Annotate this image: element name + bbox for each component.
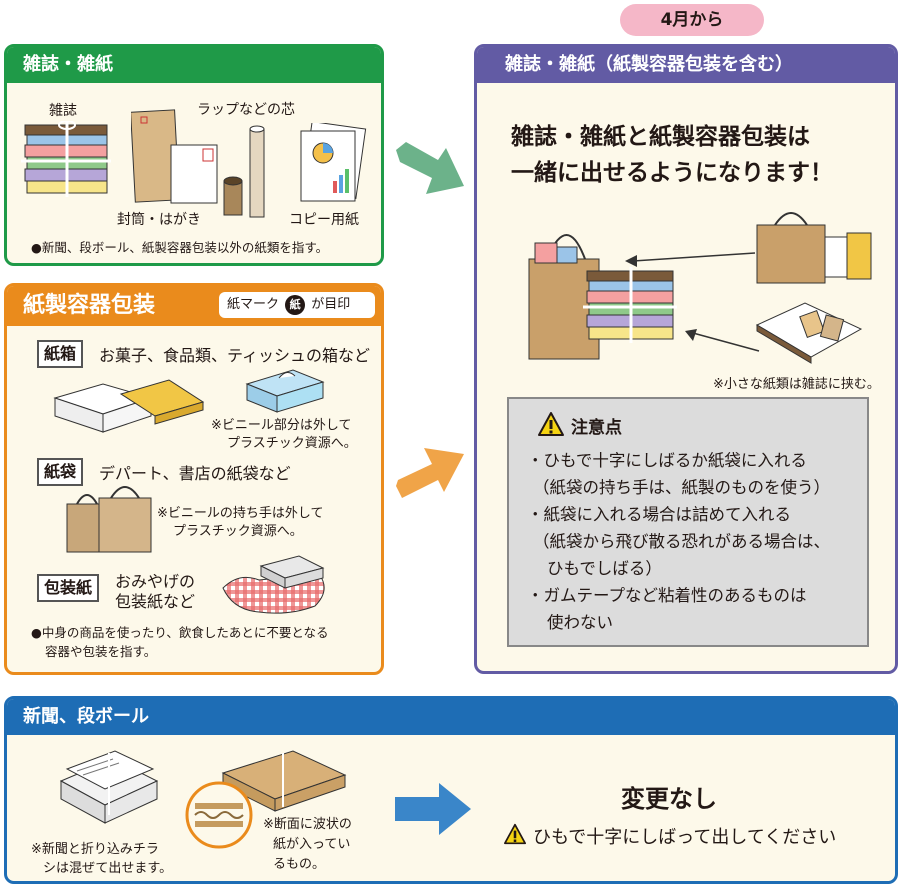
caution-line: ・紙袋に入れる場合は詰めて入れる — [527, 505, 791, 524]
caution-list: ・ひもで十字にしばるか紙袋に入れる （紙袋の持ち手は、紙製のものを使う） ・紙袋… — [527, 447, 830, 636]
shinbun-title: 新聞、段ボール — [7, 699, 895, 735]
combined-headline-2: 一緒に出せるようになります！ — [511, 160, 833, 186]
wrapping-paper-desc-1: おみやげの — [115, 572, 196, 591]
warning-icon — [538, 412, 564, 436]
no-change-text: 変更なし — [621, 785, 717, 813]
paper-mark-icon: 紙 — [285, 294, 306, 315]
cardboard-note-2: 紙が入ってい — [273, 837, 351, 852]
paper-bag-tag: 紙袋 — [37, 458, 84, 486]
combined-small-note: ※小さな紙類は雑誌に挟む。 — [713, 377, 880, 392]
magazine-bundle-illustration — [21, 121, 111, 197]
instruction-text: ひもで十字にしばって出してください — [533, 827, 837, 848]
paper-bag-note-1: ※ビニールの持ち手は外して — [157, 506, 324, 521]
arrow-green-right — [396, 142, 464, 194]
caution-box: 注意点 ・ひもで十字にしばるか紙袋に入れる （紙袋の持ち手は、紙製のものを使う）… — [507, 397, 869, 647]
cardboard-illustration — [185, 750, 347, 849]
caution-line: 使わない — [547, 613, 613, 632]
cardboard-note-1: ※断面に波状の — [263, 817, 352, 832]
wrapping-paper-illustration — [222, 555, 325, 614]
zasshi-note: ●新聞、段ボール、紙製容器包装以外の紙類を指す。 — [31, 240, 329, 255]
newspaper-bundle-illustration — [59, 750, 159, 824]
paper-bag-illustration — [66, 486, 152, 553]
combined-bundle-illustration — [528, 234, 677, 360]
caution-line: （紙袋から飛び散る恐れがある場合は、 — [533, 532, 830, 551]
youki-note-1: ●中身の商品を使ったり、飲食したあとに不要となる — [31, 625, 329, 640]
arrow-to-bundle-lower — [685, 329, 760, 352]
paper-box-illustration — [53, 379, 205, 433]
zasshi-panel: 雑誌・雑紙 雑誌 ラップなどの芯 封筒・はがき コピー用紙 ● — [4, 44, 384, 266]
paper-bag-note-2: プラスチック資源へ。 — [173, 524, 303, 539]
tissue-box-illustration — [245, 369, 325, 413]
newspaper-note-2: シは混ぜて出せます。 — [43, 861, 173, 876]
start-april-badge: 4月から — [620, 4, 764, 36]
magazine-insert-illustration — [755, 302, 863, 364]
zasshi-title: 雑誌・雑紙 — [7, 47, 381, 83]
small-bag-illustration — [756, 212, 872, 284]
newspaper-note-1: ※新聞と折り込みチラ — [31, 842, 159, 857]
paper-mark-badge: 紙マーク 紙 が目印 — [219, 292, 375, 318]
combined-title: 雑誌・雑紙（紙製容器包装を含む） — [477, 47, 895, 83]
wrap-core-illustration — [223, 125, 265, 218]
arrow-to-bag-upper — [625, 252, 756, 267]
paper-mark-text-pre: 紙マーク — [227, 297, 280, 312]
label-envelope: 封筒・はがき — [117, 212, 201, 228]
shinbun-panel: 新聞、段ボール ※新聞と折り込みチラ シは混ぜて出せます。 ※断面に波状の 紙が… — [4, 696, 898, 884]
arrow-blue-right — [395, 783, 471, 835]
paper-mark-text-post: が目印 — [311, 297, 351, 312]
warning-icon — [503, 823, 526, 845]
label-wrap-core: ラップなどの芯 — [197, 102, 295, 118]
paper-box-note-2: プラスチック資源へ。 — [227, 436, 357, 451]
combined-headline-1: 雑誌・雑紙と紙製容器包装は — [511, 124, 810, 150]
paper-bag-desc: デパート、書店の紙袋など — [99, 464, 291, 483]
caution-line: （紙袋の持ち手は、紙製のものを使う） — [533, 478, 830, 497]
caution-line: ひもでしばる） — [547, 559, 662, 578]
youki-panel: 紙製容器包装 紙マーク 紙 が目印 紙箱 お菓子、食品類、ティッシュの箱など ※… — [4, 283, 384, 675]
combined-panel: 雑誌・雑紙（紙製容器包装を含む） 雑誌・雑紙と紙製容器包装は 一緒に出せるように… — [474, 44, 898, 674]
paper-box-note-1: ※ビニール部分は外して — [211, 418, 352, 433]
arrow-orange-right — [396, 448, 464, 498]
label-zasshi: 雑誌 — [49, 103, 77, 119]
paper-box-desc: お菓子、食品類、ティッシュの箱など — [99, 346, 371, 365]
paper-box-tag: 紙箱 — [37, 340, 84, 368]
wrapping-paper-desc-2: 包装紙など — [115, 592, 196, 611]
caution-line: ・ガムテープなど粘着性のあるものは — [527, 586, 807, 605]
youki-note-2: 容器や包装を指す。 — [45, 644, 157, 659]
caution-line: ・ひもで十字にしばるか紙袋に入れる — [527, 451, 807, 470]
label-copy-paper: コピー用紙 — [289, 212, 359, 228]
caution-title: 注意点 — [571, 418, 622, 438]
cardboard-note-3: るもの。 — [273, 857, 326, 872]
copy-paper-illustration — [300, 123, 367, 202]
wrapping-paper-tag: 包装紙 — [37, 574, 100, 602]
envelope-postcard-illustration — [131, 109, 218, 204]
